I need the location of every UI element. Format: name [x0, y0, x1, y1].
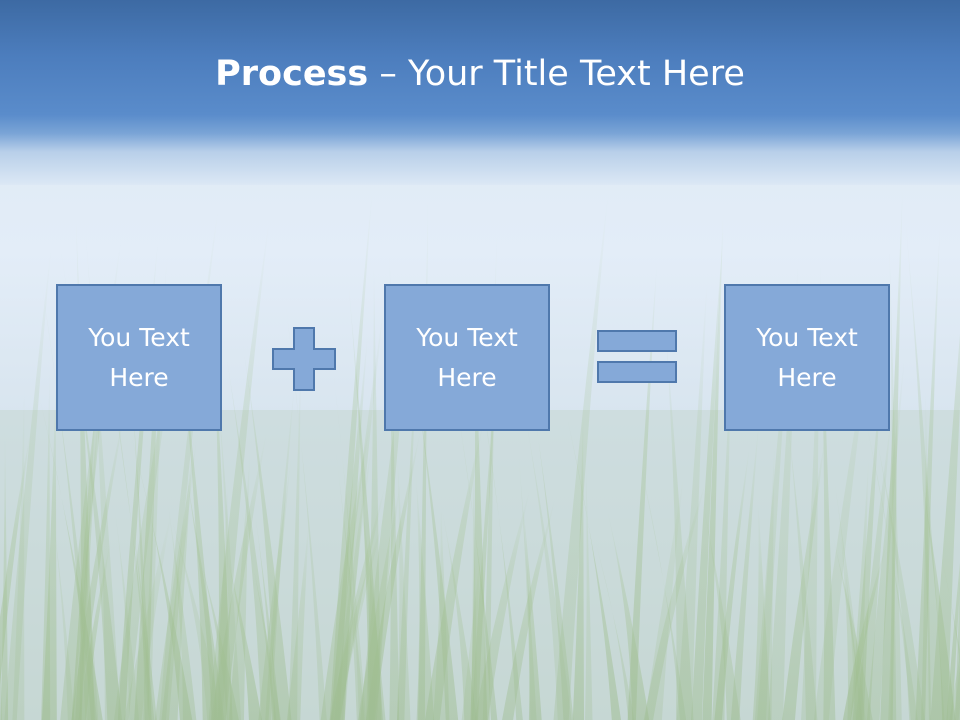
grass-blade — [757, 440, 775, 720]
grass-blade — [888, 472, 897, 720]
grass-blade — [456, 399, 498, 720]
grass-blade — [752, 498, 771, 720]
grass-blade — [333, 303, 385, 720]
process-box-3[interactable]: You Text Here — [724, 284, 890, 431]
grass-blade — [478, 373, 523, 720]
grass-blade — [691, 225, 724, 720]
grass-blade — [593, 533, 635, 720]
grass-blade — [439, 498, 477, 720]
slide-title: Process – Your Title Text Here — [0, 52, 960, 96]
grass-blade — [187, 516, 239, 720]
grass-blade — [474, 487, 531, 720]
process-box-2-line1: You Text — [416, 322, 518, 352]
grass-blade — [855, 411, 892, 720]
title-band — [0, 0, 960, 185]
grass-blade — [730, 415, 760, 720]
grass-blade — [320, 417, 371, 720]
grass-blade — [58, 233, 123, 720]
grass-blade — [330, 410, 365, 720]
grass-blade — [829, 450, 866, 720]
grass-blade — [471, 337, 500, 720]
grass-blade — [519, 313, 574, 720]
plus-icon — [272, 327, 336, 391]
title-text: – Your Title Text Here — [368, 54, 745, 94]
grass-blade — [553, 191, 609, 720]
grass-blade — [284, 292, 327, 720]
grass-blade — [572, 404, 585, 720]
grass-blade — [949, 654, 960, 720]
grass-blade — [251, 489, 280, 720]
grass-blade — [904, 205, 945, 720]
grass-blade — [123, 510, 172, 720]
grass-background — [0, 183, 960, 720]
grass-blade — [606, 505, 650, 720]
grass-blade — [12, 380, 25, 720]
grass-blade — [917, 450, 956, 720]
grass-blade — [702, 205, 724, 720]
grass-blade — [358, 478, 402, 720]
grass-blade — [946, 562, 960, 720]
process-box-3-line2: Here — [777, 362, 837, 392]
grass-blade — [101, 315, 155, 720]
process-box-3-text: You Text Here — [742, 318, 872, 398]
grass-blade — [41, 375, 57, 720]
process-box-2-line2: Here — [437, 362, 497, 392]
grass-blade — [676, 274, 708, 720]
grass-blade — [403, 296, 459, 720]
grass-blade — [239, 325, 292, 720]
title-bold: Process — [215, 54, 369, 94]
grass-blade — [522, 495, 542, 720]
grass-blade — [801, 292, 820, 720]
grass-blade — [866, 354, 905, 720]
grass-blade — [852, 360, 883, 720]
grass-blade — [644, 473, 684, 720]
grass-blade — [161, 434, 195, 720]
grass-blade — [365, 427, 422, 720]
process-box-2-text: You Text Here — [402, 318, 532, 398]
grass-blade — [4, 240, 52, 720]
grass-blade — [585, 448, 593, 720]
grass-blade — [265, 377, 296, 720]
grass-blade — [461, 538, 482, 720]
grass-blade — [637, 451, 687, 720]
grass-blade — [286, 517, 310, 720]
grass-blade — [712, 350, 732, 720]
grass-blade — [331, 352, 367, 720]
process-box-3-line1: You Text — [756, 322, 858, 352]
process-box-1-line2: Here — [109, 362, 169, 392]
process-box-2[interactable]: You Text Here — [384, 284, 550, 431]
grass-blade — [396, 448, 411, 720]
grass-blade — [825, 509, 873, 720]
grass-blade — [515, 363, 572, 720]
grass-blade — [864, 413, 918, 720]
process-box-1-text: You Text Here — [74, 318, 204, 398]
grass-blade — [222, 538, 263, 720]
grass-blade — [565, 410, 622, 720]
grass-blade — [41, 361, 51, 720]
process-box-1-line1: You Text — [88, 322, 190, 352]
grass-blade — [174, 290, 219, 720]
grass-blade — [915, 222, 941, 720]
process-box-1[interactable]: You Text Here — [56, 284, 222, 431]
equals-icon — [597, 330, 677, 383]
